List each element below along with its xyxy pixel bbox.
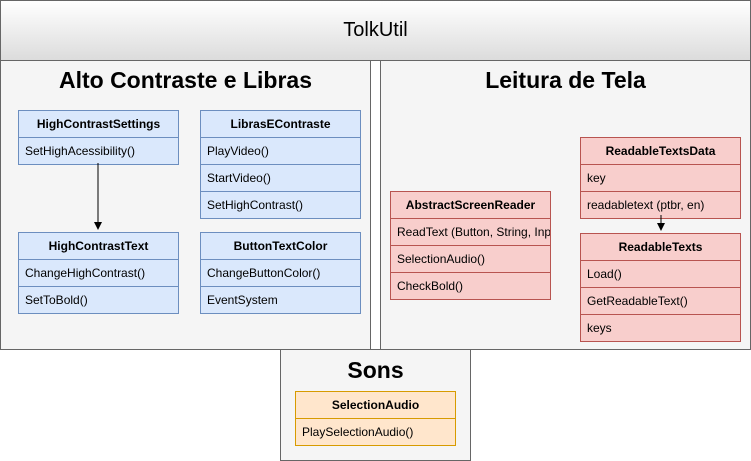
- class-member: EventSystem: [207, 293, 278, 307]
- class-name: AbstractScreenReader: [391, 192, 550, 219]
- class-name: LibrasEContraste: [201, 111, 360, 138]
- class-member: GetReadableText(): [581, 288, 740, 315]
- class-member: PlaySelectionAudio(): [302, 425, 414, 439]
- class-member: CheckBold(): [397, 279, 464, 293]
- class-member: SetHighContrast(): [207, 198, 304, 212]
- class-member: key: [581, 165, 740, 192]
- class-abstract-screen-reader: AbstractScreenReader ReadText (Button, S…: [390, 191, 551, 300]
- class-button-text-color: ButtonTextColor ChangeButtonColor() Even…: [200, 232, 361, 314]
- class-member: SelectionAudio(): [391, 246, 550, 273]
- class-member: ReadText (Button, String, Input): [391, 219, 550, 246]
- class-high-contrast-text: HighContrastText ChangeHighContrast() Se…: [18, 232, 179, 314]
- class-libras-e-contraste: LibrasEContraste PlayVideo() StartVideo(…: [200, 110, 361, 219]
- class-name: HighContrastText: [19, 233, 178, 260]
- class-member: ChangeButtonColor(): [201, 260, 360, 287]
- class-name: ReadableTexts: [581, 234, 740, 261]
- pane-title-alto-contraste: Alto Contraste e Libras: [58, 67, 313, 93]
- class-member: SetHighAcessibility(): [25, 144, 136, 158]
- class-member: Load(): [581, 261, 740, 288]
- class-readable-texts: ReadableTexts Load() GetReadableText() k…: [580, 233, 741, 342]
- class-member: keys: [587, 321, 612, 335]
- class-member: ChangeHighContrast(): [19, 260, 178, 287]
- diagram-title: TolkUtil: [343, 19, 408, 41]
- pane-title-leitura-de-tela: Leitura de Tela: [485, 67, 646, 93]
- diagram-title-bar: TolkUtil: [0, 0, 751, 61]
- class-readable-texts-data: ReadableTextsData key readabletext (ptbr…: [580, 137, 741, 219]
- class-name: ButtonTextColor: [201, 233, 360, 260]
- class-high-contrast-settings: HighContrastSettings SetHighAcessibility…: [18, 110, 179, 165]
- class-selection-audio: SelectionAudio PlaySelectionAudio(): [295, 391, 456, 446]
- class-member: readabletext (ptbr, en): [587, 198, 705, 212]
- class-name: SelectionAudio: [296, 392, 455, 419]
- class-name: ReadableTextsData: [581, 138, 740, 165]
- class-name: HighContrastSettings: [19, 111, 178, 138]
- class-member: StartVideo(): [201, 165, 360, 192]
- class-member: SetToBold(): [25, 293, 88, 307]
- pane-title-sons: Sons: [347, 357, 404, 383]
- class-member: PlayVideo(): [201, 138, 360, 165]
